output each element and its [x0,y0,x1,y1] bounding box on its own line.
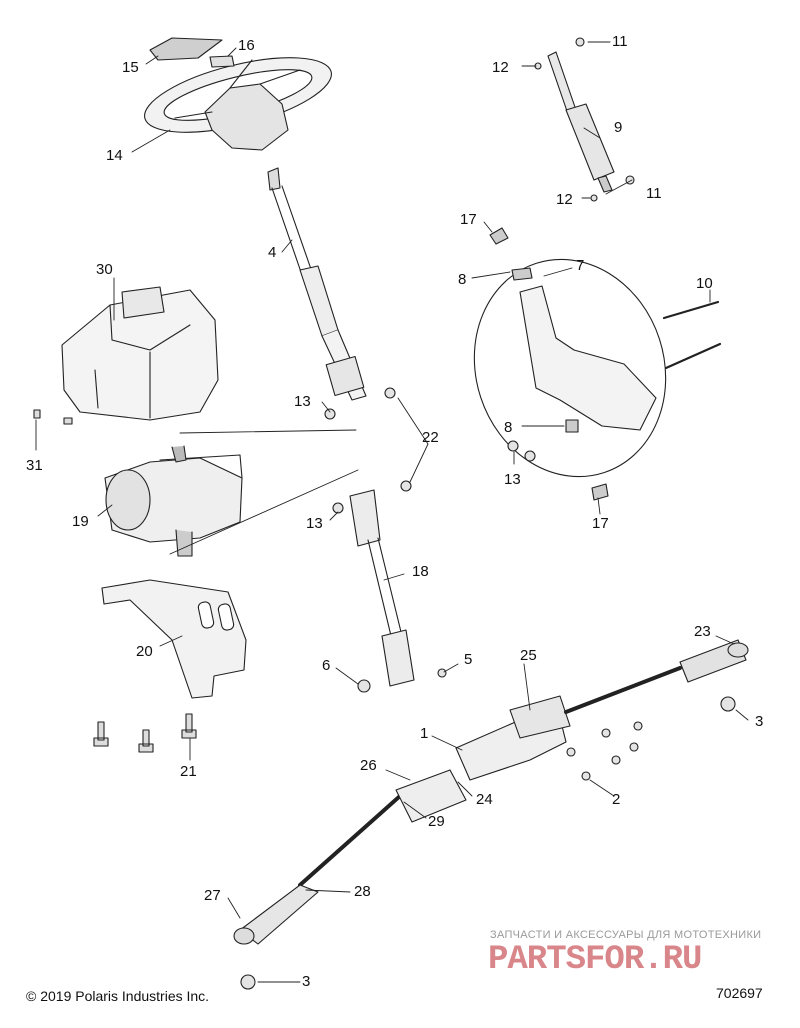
callout-15: 15 [122,59,139,76]
steering-shaft [267,167,367,401]
diagram-part-number: 702697 [716,985,763,1001]
callout-8: 8 [458,271,467,288]
callout-18: 18 [412,563,429,580]
callout-4: 4 [268,244,277,261]
bolts [33,409,197,753]
callout-25: 25 [520,647,537,664]
callout-11: 11 [646,185,662,202]
steering-rack [233,639,749,945]
callout-22: 22 [422,429,439,446]
callout-17: 17 [460,211,477,228]
callout-31: 31 [26,457,43,474]
callout-26: 26 [360,757,377,774]
column-cover [61,286,219,421]
mounting-bracket [101,579,247,699]
callout-5: 5 [464,651,473,668]
leader-lines [35,41,749,983]
callout-24: 24 [476,791,493,808]
callout-23: 23 [694,623,711,640]
callout-3: 3 [302,973,311,990]
callout-13: 13 [294,393,311,410]
callout-29: 29 [428,813,445,830]
callout-11: 11 [612,33,628,50]
callout-17: 17 [592,515,609,532]
gas-strut [547,51,615,193]
intermediate-shaft [349,489,415,687]
callout-16: 16 [238,37,255,54]
callout-6: 6 [322,657,331,674]
eps-unit [104,429,359,557]
callout-7: 7 [576,257,585,274]
tilt-bracket-group [473,227,722,501]
callout-30: 30 [96,261,113,278]
watermark-logo: PARTSFOR.RU [488,941,702,979]
callout-12: 12 [556,191,573,208]
callout-12: 12 [492,59,509,76]
callout-19: 19 [72,513,89,530]
callout-21: 21 [180,763,197,780]
callout-28: 28 [354,883,371,900]
callout-27: 27 [204,887,221,904]
copyright-text: © 2019 Polaris Industries Inc. [26,988,210,1004]
callout-20: 20 [136,643,153,660]
watermark-tagline: ЗАПЧАСТИ И АКСЕССУАРЫ ДЛЯ МОТОТЕХНИКИ [490,929,762,941]
fasteners [240,37,736,990]
callout-2: 2 [612,791,621,808]
callout-13: 13 [504,471,521,488]
callout-9: 9 [614,119,623,136]
callout-8: 8 [504,419,513,436]
callout-10: 10 [696,275,713,292]
callout-1: 1 [420,725,429,742]
callout-14: 14 [106,147,123,164]
steering-wheel [144,37,332,151]
callout-13: 13 [306,515,323,532]
callout-3: 3 [755,713,764,730]
